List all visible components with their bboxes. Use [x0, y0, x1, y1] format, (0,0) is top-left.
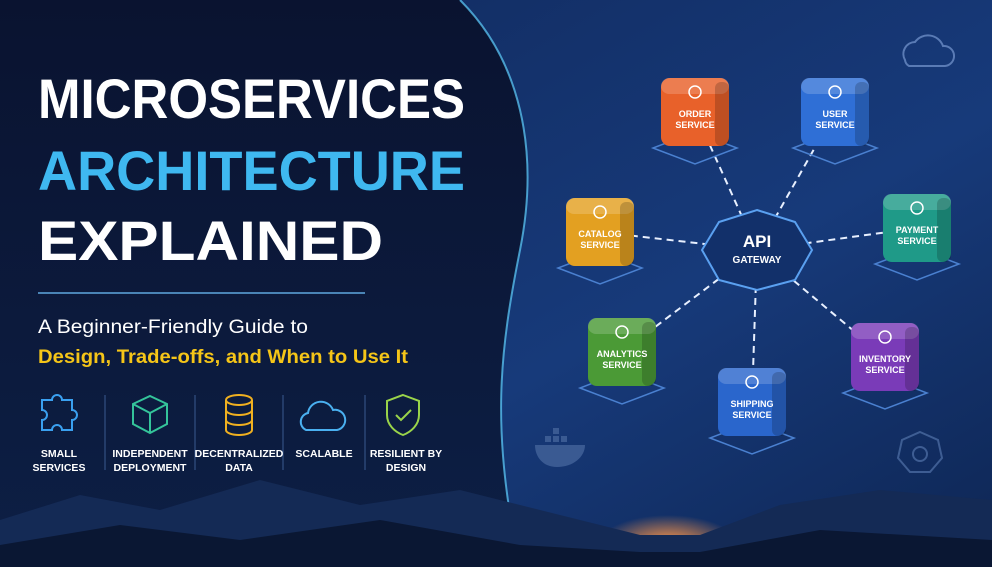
cube-side: [715, 82, 729, 146]
cube-side: [642, 322, 656, 386]
cube-front: [851, 323, 919, 391]
api-gateway[interactable]: API GATEWAY: [700, 208, 814, 292]
service-label-2: SERVICE: [815, 120, 854, 130]
cube-front: [718, 368, 786, 436]
cube-front: [661, 78, 729, 146]
truck-icon: [745, 375, 759, 389]
service-label-2: SERVICE: [732, 410, 771, 420]
gateway-label-2: GATEWAY: [733, 255, 782, 266]
cloud-deco-icon: [902, 34, 955, 67]
feature-dividers: [104, 395, 366, 470]
service-label-1: SHIPPING: [730, 399, 773, 409]
cube-side: [772, 372, 786, 436]
service-label-1: ANALYTICS: [597, 349, 648, 359]
cube-icon: [132, 394, 168, 435]
feature-label: SERVICES: [33, 462, 86, 474]
shield-check-icon: [386, 393, 420, 437]
puzzle-icon: [41, 394, 78, 431]
feature-label: DECENTRALIZED: [195, 448, 284, 460]
percent-tag-icon: [593, 205, 607, 219]
service-label-2: SERVICE: [675, 120, 714, 130]
service-label-1: INVENTORY: [859, 354, 911, 364]
feature-label: SMALL: [41, 448, 78, 460]
cube-side: [905, 327, 919, 391]
feature-label: DATA: [225, 462, 253, 474]
subtitle-line-1: A Beginner-Friendly Guide to: [38, 317, 308, 338]
cube-front: [566, 198, 634, 266]
box-icon: [878, 330, 892, 344]
pie-chart-icon: [615, 325, 629, 339]
service-label-2: SERVICE: [602, 360, 641, 370]
cube-front: [801, 78, 869, 146]
docker-icon: [535, 428, 585, 467]
service-label-1: USER: [822, 109, 848, 119]
cube-side: [937, 198, 951, 262]
gateway-label-1: API: [743, 232, 771, 251]
service-label-1: ORDER: [679, 109, 712, 119]
cube-front: [588, 318, 656, 386]
mountains-front: [0, 520, 992, 567]
user-icon: [828, 85, 842, 99]
service-label-1: PAYMENT: [896, 225, 939, 235]
cloud-icon: [299, 400, 347, 431]
glow-curve: [459, 0, 529, 567]
title-line-2: ARCHITECTURE: [38, 139, 465, 202]
background-left: [0, 0, 528, 567]
service-label-2: SERVICE: [865, 365, 904, 375]
cart-icon: [688, 85, 702, 99]
feature-label: DEPLOYMENT: [114, 462, 188, 474]
credit-card-icon: [910, 201, 924, 215]
service-label-2: SERVICE: [897, 236, 936, 246]
database-icon: [225, 394, 253, 436]
feature-label: DESIGN: [386, 462, 426, 474]
subtitle-line-2: Design, Trade-offs, and When to Use It: [38, 347, 409, 368]
cube-side: [855, 82, 869, 146]
service-label-1: CATALOG: [578, 229, 621, 239]
feature-label: RESILIENT BY: [370, 448, 442, 460]
service-label-2: SERVICE: [580, 240, 619, 250]
title-line-1: MICROSERVICES: [38, 67, 465, 130]
cube-side: [620, 202, 634, 266]
title-line-3: EXPLAINED: [38, 209, 383, 272]
kubernetes-icon: [896, 430, 944, 473]
cube-front: [883, 194, 951, 262]
feature-label: INDEPENDENT: [112, 448, 188, 460]
feature-label: SCALABLE: [295, 448, 352, 460]
